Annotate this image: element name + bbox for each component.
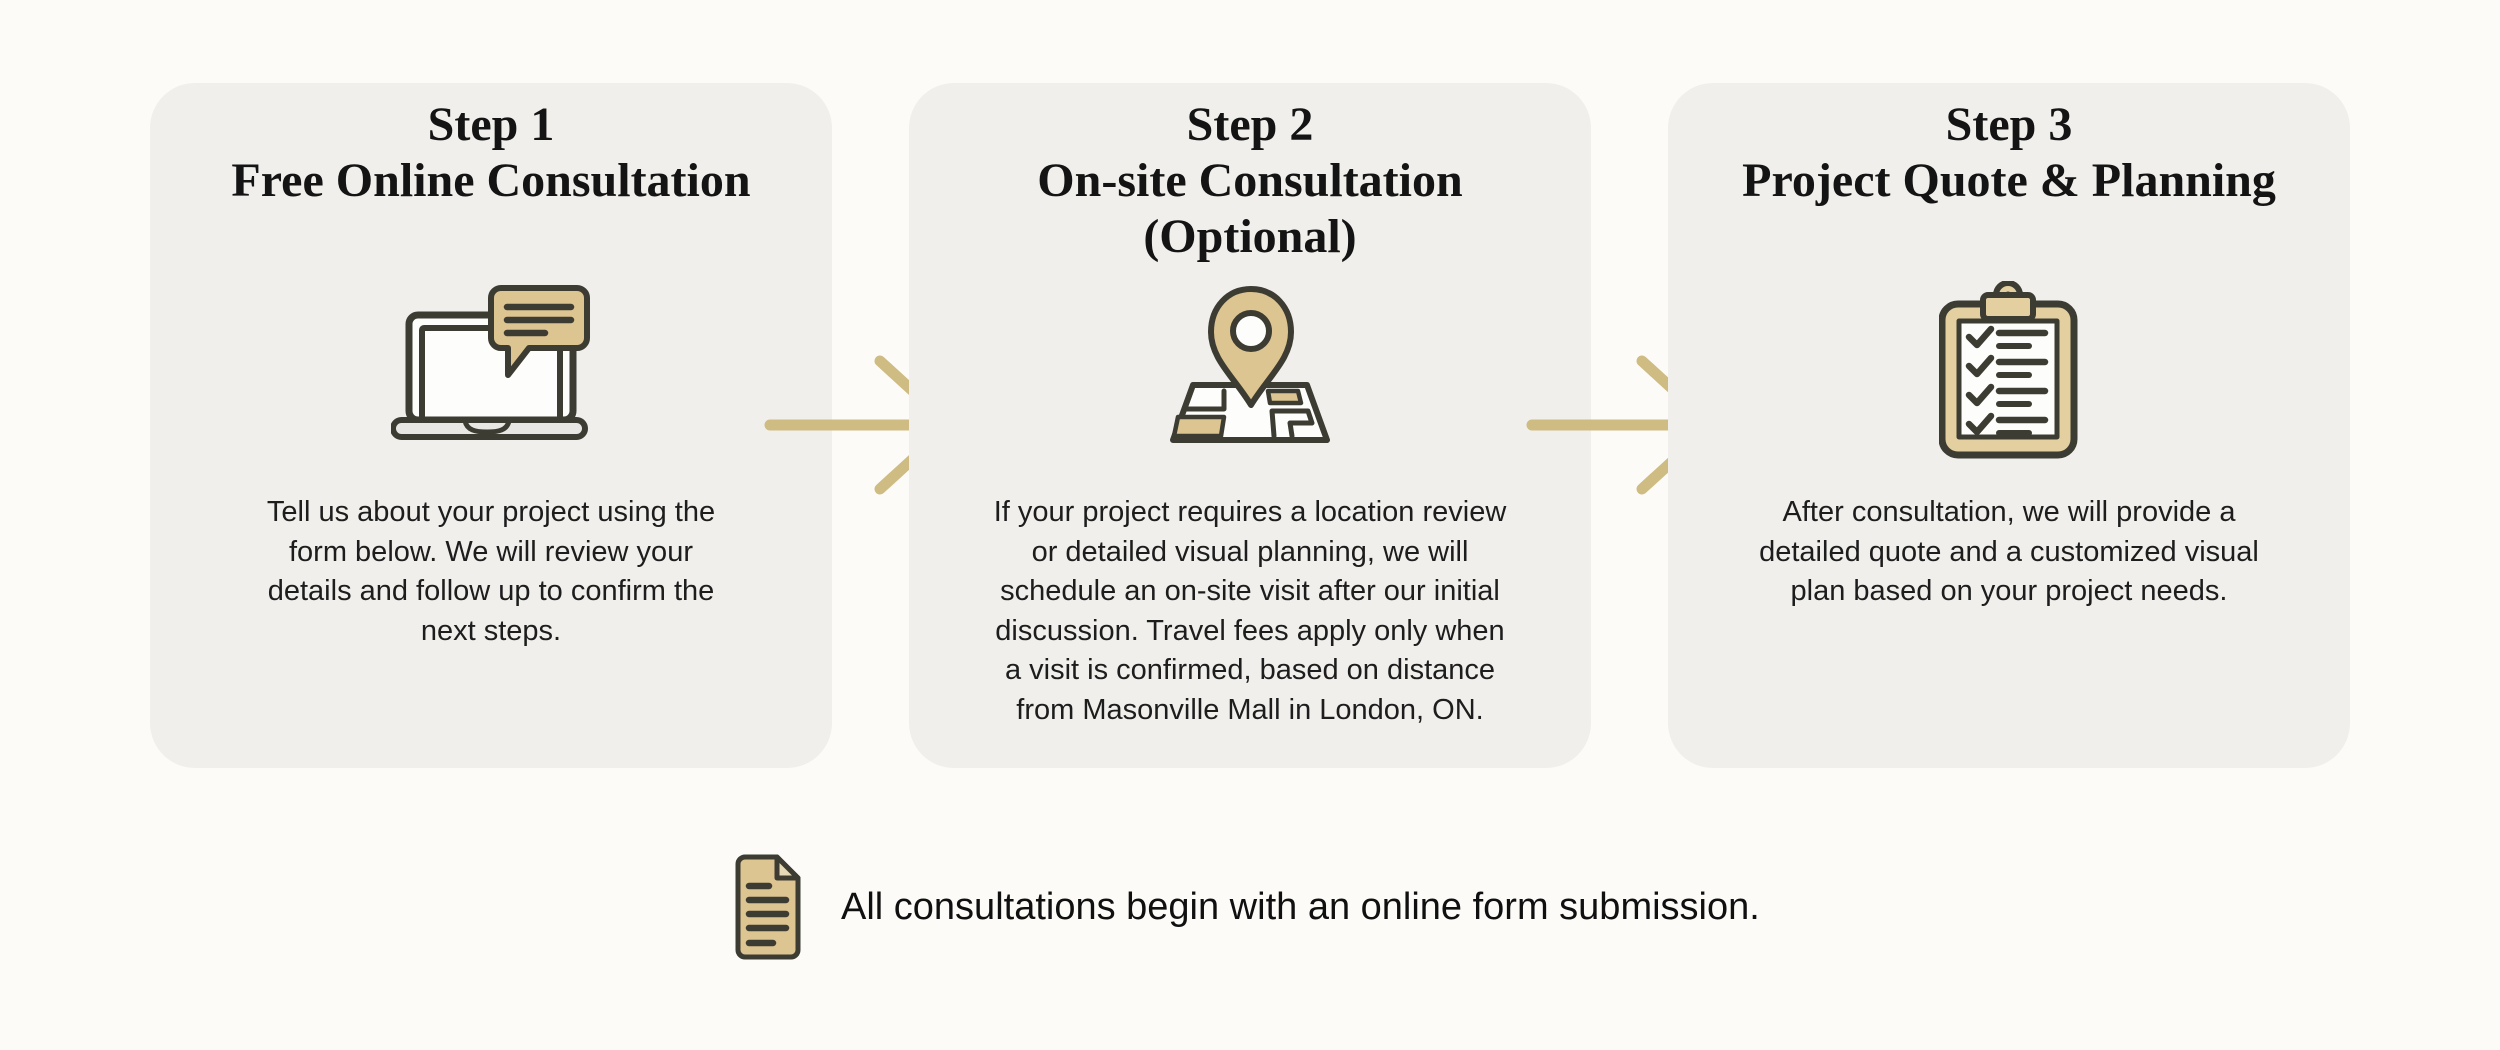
step-3-icon-wrap: [1938, 280, 2079, 466]
step-3-description: After consultation, we will provide a de…: [1759, 496, 2259, 607]
step-1-description: Tell us about your project using the for…: [266, 496, 716, 647]
footnote: All consultations begin with an online f…: [735, 854, 1760, 960]
map-pin-icon: [1170, 286, 1330, 443]
step-1-title: Step 1 Free Online Consultation: [231, 98, 751, 207]
step-2-description: If your project requires a location revi…: [993, 496, 1507, 726]
step-card-1: Step 1 Free Online Consultation Tell us …: [150, 83, 832, 768]
laptop-chat-icon: [390, 285, 590, 440]
clipboard-checklist-icon: [1938, 280, 2078, 459]
step-card-3: Step 3 Project Quote & Planning: [1668, 83, 2350, 768]
step-3-title: Step 3 Project Quote & Planning: [1742, 98, 2276, 207]
step-1-icon-wrap: [390, 283, 591, 448]
footnote-text: All consultations begin with an online f…: [841, 885, 1760, 928]
step-2-icon-wrap: [1170, 283, 1330, 453]
step-card-2: Step 2 On-site Consultation (Optional) I…: [909, 83, 1591, 768]
step-2-title: Step 2 On-site Consultation (Optional): [1037, 98, 1463, 263]
document-icon: [735, 854, 801, 960]
